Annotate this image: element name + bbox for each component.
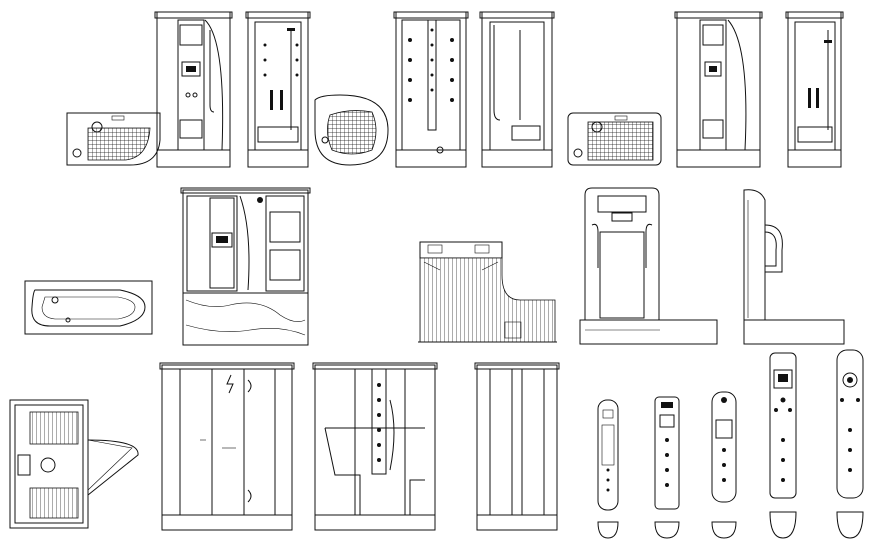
panel-front-view	[579, 187, 718, 345]
cabin-side-elevation-3	[785, 11, 844, 168]
enclosure-front-1	[159, 362, 295, 531]
bathtub-shower-combo	[180, 187, 311, 346]
shower-column-4	[769, 352, 797, 539]
cabin-front-elevation-3	[674, 11, 763, 168]
corner-tub	[24, 280, 153, 335]
rect-tray-plan	[567, 112, 662, 166]
quadrant-tub-plan	[418, 241, 557, 343]
panel-side-view	[743, 189, 845, 345]
shower-column-5	[836, 349, 864, 539]
cabin-front-elevation-2	[393, 11, 469, 168]
shower-column-2	[654, 396, 680, 539]
shower-column-panels	[597, 349, 864, 539]
cabin-side-elevation-2	[479, 11, 555, 168]
shower-column-3	[711, 391, 737, 539]
shower-cabin-set-2	[314, 11, 555, 168]
cabin-side-elevation	[245, 11, 311, 168]
shower-column-1	[597, 399, 619, 539]
round-tray-plan	[314, 94, 389, 166]
enclosure-front-3	[474, 362, 560, 531]
shower-cabin-set-3	[567, 11, 844, 168]
sliding-door-enclosures	[159, 362, 560, 531]
quadrant-tray-plan	[66, 112, 161, 166]
shower-cabin-set-1	[66, 11, 311, 168]
shower-panel-side-views	[579, 187, 845, 345]
enclosure-plan-view	[9, 399, 139, 529]
cabin-front-elevation	[154, 11, 233, 168]
enclosure-front-2	[312, 362, 438, 531]
